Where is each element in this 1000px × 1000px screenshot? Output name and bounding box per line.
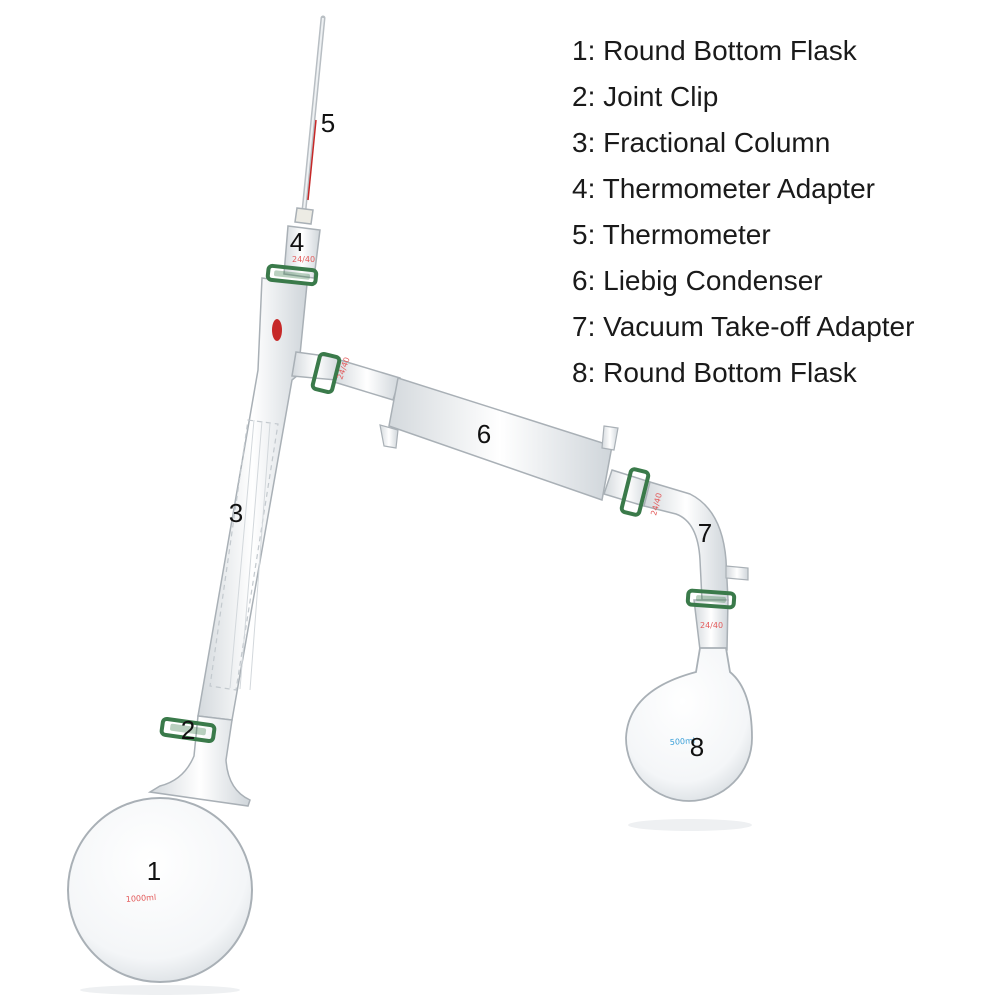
callout-liebig-condenser: 6 bbox=[477, 419, 491, 449]
joint-clip bbox=[310, 351, 342, 395]
receiving-flask: 500ml bbox=[625, 599, 753, 831]
water-inlet bbox=[379, 424, 399, 449]
legend-item: 4: Thermometer Adapter bbox=[572, 173, 875, 204]
legend-item: 2: Joint Clip bbox=[572, 81, 719, 112]
liebig-condenser bbox=[291, 351, 651, 507]
legend-item: 5: Thermometer bbox=[572, 219, 771, 250]
callout-thermometer: 5 bbox=[321, 108, 335, 138]
callout-thermometer-adapter: 4 bbox=[290, 227, 304, 257]
legend-item: 8: Round Bottom Flask bbox=[572, 357, 857, 388]
fractional-column bbox=[197, 277, 308, 721]
joint-clip bbox=[265, 263, 319, 287]
legend-item: 7: Vacuum Take-off Adapter bbox=[572, 311, 915, 342]
flask-large-volume-marking: 1000ml bbox=[126, 893, 157, 904]
flask-shadow bbox=[628, 819, 752, 831]
thermometer-adapter bbox=[283, 207, 321, 279]
callout-vacuum-take-off-adapter: 7 bbox=[698, 518, 712, 548]
thermometer-bulb bbox=[272, 319, 282, 341]
vacuum-port bbox=[725, 565, 749, 581]
legend-item: 6: Liebig Condenser bbox=[572, 265, 823, 296]
joint-clip bbox=[159, 716, 217, 744]
vacuum-take-off-adapter bbox=[643, 481, 749, 601]
joint-marking: 24/40 bbox=[700, 621, 723, 630]
thermometer bbox=[301, 15, 326, 213]
callout-fractional-column: 3 bbox=[229, 498, 243, 528]
water-outlet bbox=[601, 425, 619, 451]
boiling-flask: 1000ml bbox=[67, 715, 253, 995]
joint-marking: 24/40 bbox=[292, 255, 315, 264]
callout-round-bottom-flask-8: 8 bbox=[690, 732, 704, 762]
callout-joint-clip: 2 bbox=[181, 715, 195, 745]
legend-item: 3: Fractional Column bbox=[572, 127, 831, 158]
joint-clip bbox=[685, 588, 737, 610]
joint-clip bbox=[619, 467, 651, 517]
flask-small-volume-marking: 500ml bbox=[670, 736, 696, 747]
flask-shadow bbox=[80, 985, 240, 995]
legend-item: 1: Round Bottom Flask bbox=[572, 35, 857, 66]
parts-legend: 1: Round Bottom Flask 2: Joint Clip 3: F… bbox=[572, 28, 914, 396]
callout-round-bottom-flask-1: 1 bbox=[147, 856, 161, 886]
